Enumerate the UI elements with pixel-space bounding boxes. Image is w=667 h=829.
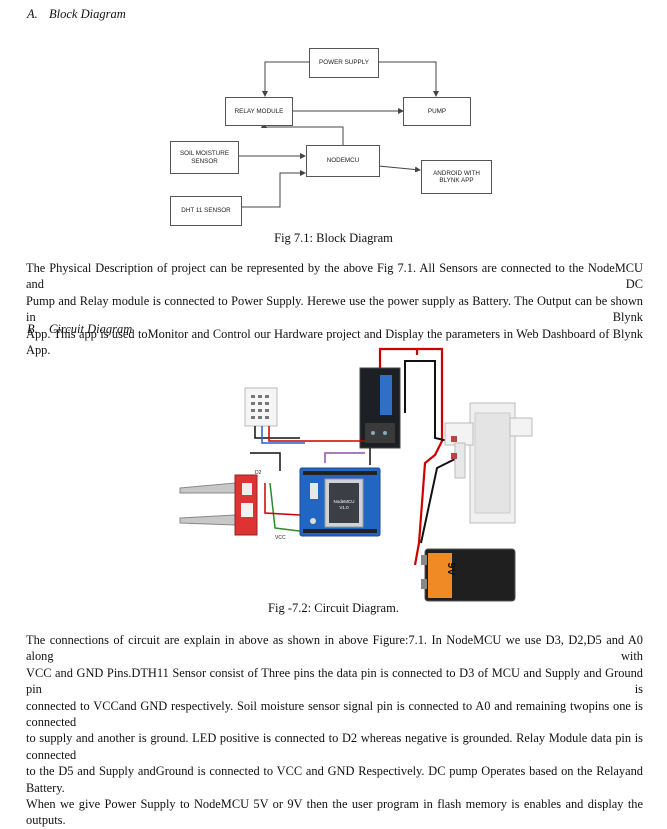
relay-module-block: RELAY MODULE: [225, 97, 293, 126]
dht11-block: DHT 11 SENSOR: [170, 196, 242, 226]
paragraph-1-line-1: The Physical Description of project can …: [26, 261, 643, 292]
circuit-diagram-illustration: NodeMCU V1.0 D2 VCC 9V: [179, 347, 533, 602]
soil-sensor-label-1: SOIL MOISTURE: [179, 150, 230, 157]
battery-label: 9V: [445, 562, 457, 576]
water-pump-icon: [444, 402, 533, 524]
nodemcu-board-version: V1.0: [339, 505, 349, 510]
power-supply-block: POWER SUPPLY: [309, 48, 379, 78]
paragraph-1-line-3: App. This app is used toMonitor and Cont…: [26, 326, 643, 358]
paragraph-2-line-6: When we give Power Supply to NodeMCU 5V …: [26, 797, 643, 828]
section-b-title: Circuit Diagram: [49, 322, 133, 336]
paragraph-2-line-2: VCC and GND Pins.DTH11 Sensor consist of…: [26, 665, 643, 697]
dht11-label: DHT 11 SENSOR: [181, 207, 231, 215]
paragraph-2: The connections of circuit are explain i…: [26, 632, 643, 829]
dht11-sensor-icon: [244, 387, 278, 427]
9v-battery-icon: 9V: [421, 548, 516, 602]
nodemcu-block: NODEMCU: [306, 145, 380, 177]
fig-7-2-caption: Fig -7.2: Circuit Diagram.: [268, 601, 399, 615]
fig-7-1-caption: Fig 7.1: Block Diagram: [274, 231, 393, 245]
section-a-letter: A.: [27, 7, 38, 21]
paragraph-2-line-5: to the D5 and Supply andGround is connec…: [26, 764, 643, 795]
paragraph-2-line-3: connected to VCCand GND respectively. So…: [26, 698, 643, 730]
android-block: ANDROID WITH BLYNK APP: [421, 160, 492, 194]
soil-moisture-probe-icon: [179, 474, 258, 536]
paragraph-1-line-2: Pump and Relay module is connected to Po…: [26, 293, 643, 325]
section-a-title: Block Diagram: [49, 7, 126, 21]
android-label-2: BLYNK APP: [439, 177, 474, 184]
section-a-heading: A. Block Diagram: [27, 7, 126, 22]
nodemcu-board-label: NodeMCU: [333, 499, 354, 504]
vcc-pin-label: VCC: [275, 535, 286, 541]
soil-sensor-label-2: SENSOR: [191, 157, 218, 165]
paragraph-2-line-4: to supply and another is ground. LED pos…: [26, 731, 643, 762]
soil-moisture-sensor-block: SOIL MOISTURE SENSOR: [170, 141, 239, 174]
circuit-diagram: NodeMCU V1.0 D2 VCC 9V: [175, 343, 535, 605]
block-diagram: POWER SUPPLY RELAY MODULE PUMP SOIL MOIS…: [0, 0, 667, 240]
paragraph-2-line-1: The connections of circuit are explain i…: [26, 633, 643, 664]
pump-block: PUMP: [403, 97, 471, 126]
section-b-letter: B.: [27, 322, 38, 336]
d2-pin-label: D2: [255, 470, 262, 476]
power-supply-label: POWER SUPPLY: [319, 59, 369, 67]
section-b-heading: B. Circuit Diagram: [27, 322, 132, 337]
paragraph-1: The Physical Description of project can …: [26, 260, 643, 358]
nodemcu-label: NODEMCU: [326, 157, 360, 165]
pump-label: PUMP: [427, 107, 447, 115]
block-diagram-arrows: [237, 61, 439, 208]
android-label-1: ANDROID WITH: [433, 169, 480, 177]
nodemcu-board-icon: NodeMCU V1.0: [299, 467, 381, 537]
relay-module-label: RELAY MODULE: [234, 107, 284, 115]
